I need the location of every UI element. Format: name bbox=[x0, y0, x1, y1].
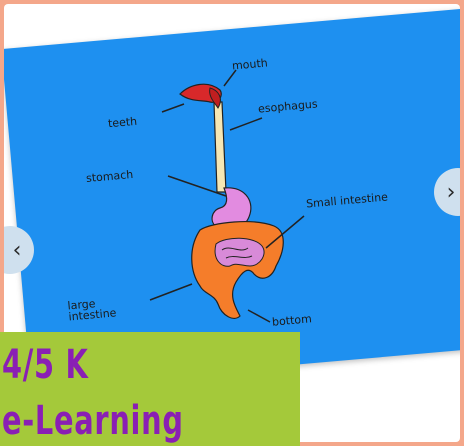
arrow-bottom bbox=[248, 310, 270, 322]
large-intestine-shape bbox=[192, 222, 284, 319]
banner-grade-text: 4/5 K bbox=[2, 342, 89, 388]
arrow-esophagus bbox=[230, 118, 262, 130]
arrow-teeth bbox=[162, 104, 184, 112]
small-intestine-shape bbox=[215, 238, 264, 266]
label-teeth: teeth bbox=[107, 115, 137, 130]
chevron-right-icon: › bbox=[447, 180, 456, 205]
esophagus-shape bbox=[214, 102, 226, 192]
arrow-large-intestine bbox=[150, 284, 192, 300]
chevron-left-icon: ‹ bbox=[13, 238, 22, 263]
banner-title-text: e-Learning bbox=[2, 398, 184, 444]
title-banner: 4/5 K e-Learning bbox=[0, 332, 300, 446]
